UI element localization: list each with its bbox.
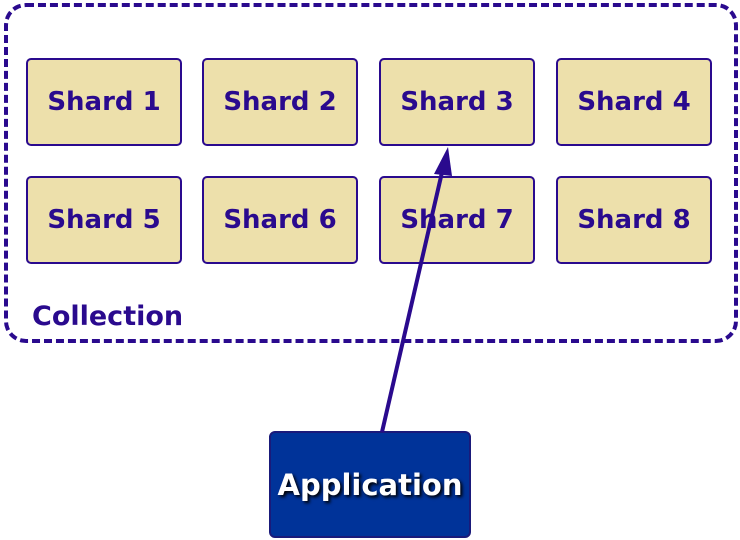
shard-box-7: Shard 7 — [379, 176, 535, 264]
shard-box-5: Shard 5 — [26, 176, 182, 264]
collection-label: Collection — [32, 301, 184, 332]
shard-box-3: Shard 3 — [379, 58, 535, 146]
shard-box-1: Shard 1 — [26, 58, 182, 146]
shard-box-2: Shard 2 — [202, 58, 358, 146]
collection-boundary — [4, 3, 738, 343]
shard-box-4: Shard 4 — [556, 58, 712, 146]
shard-box-8: Shard 8 — [556, 176, 712, 264]
application-box: Application — [269, 431, 471, 538]
shard-box-6: Shard 6 — [202, 176, 358, 264]
